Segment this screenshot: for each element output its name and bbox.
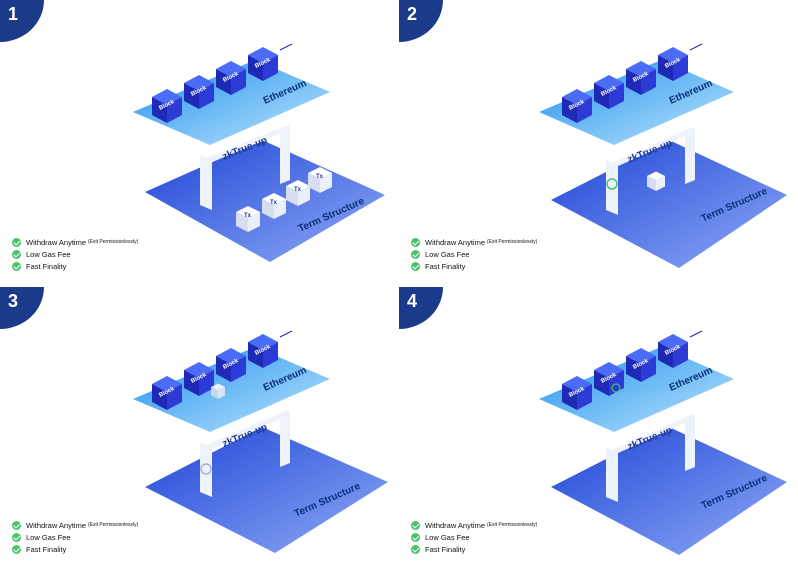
feature-list: Withdraw Anytime(Exit Permissionlessly) …	[411, 236, 537, 272]
feature-text: Fast Finality	[425, 544, 466, 554]
feature-text: Low Gas Fee	[425, 532, 470, 542]
feature-text: Withdraw Anytime	[425, 520, 486, 530]
block	[562, 89, 592, 123]
block	[562, 376, 592, 410]
feature-text: Fast Finality	[26, 544, 67, 554]
feature-note: (Exit Permissionlessly)	[487, 522, 538, 528]
feature-note: (Exit Permissionlessly)	[487, 239, 538, 245]
step-badge: 2	[399, 0, 443, 42]
bridge-gate	[200, 407, 290, 497]
term-structure-plane	[551, 427, 787, 555]
block	[658, 334, 688, 368]
step-badge: 1	[0, 0, 44, 42]
feature-text: Low Gas Fee	[425, 249, 470, 259]
block	[658, 47, 688, 81]
bridge-gate	[606, 411, 695, 502]
step-badge: 4	[399, 287, 443, 329]
block-row	[562, 43, 703, 123]
gate-logo	[606, 178, 618, 190]
feature-note: (Exit Permissionlessly)	[88, 239, 139, 245]
diagram-scene: Block Block Block Block Ethereum zkTrue-…	[539, 43, 787, 268]
feature-text: Low Gas Fee	[26, 532, 71, 542]
step-number: 1	[8, 4, 19, 24]
feature-item: Withdraw Anytime(Exit Permissionlessly)	[12, 236, 138, 248]
panel-1: Block Block Block Block Ethereum zkTrue-…	[0, 0, 399, 286]
check-icon	[12, 249, 21, 259]
ethereum-plane	[133, 60, 330, 145]
tx-label: Tx	[270, 200, 278, 206]
tx-label: Tx	[316, 174, 324, 180]
check-icon	[411, 249, 420, 259]
feature-text: Low Gas Fee	[26, 249, 71, 259]
ethereum-plane	[133, 347, 330, 432]
feature-note: (Exit Permissionlessly)	[88, 522, 139, 528]
feature-list: Withdraw Anytime(Exit Permissionlessly) …	[411, 519, 537, 555]
feature-item: Withdraw Anytime(Exit Permissionlessly)	[12, 519, 138, 531]
diagram-scene: Block Block Block Block Ethereum zkTrue-…	[133, 330, 388, 553]
check-icon	[411, 237, 420, 247]
feature-text: Fast Finality	[26, 261, 67, 271]
check-icon	[12, 237, 21, 247]
ethereum-plane	[539, 60, 734, 145]
block-verified	[594, 362, 624, 396]
bridge-gate	[606, 124, 695, 215]
tx-box	[647, 171, 665, 191]
step-number: 2	[407, 4, 418, 24]
step-badge: 3	[0, 287, 44, 329]
feature-item: Fast Finality	[411, 543, 537, 555]
feature-text: Withdraw Anytime	[425, 237, 486, 247]
check-icon	[411, 532, 420, 542]
step-number: 4	[407, 291, 418, 311]
block	[248, 47, 278, 81]
check-icon	[411, 544, 420, 554]
tx-boxes	[236, 167, 332, 232]
bridge-gate	[200, 122, 290, 210]
check-icon	[12, 261, 21, 271]
block-row	[152, 43, 293, 123]
block-row	[562, 330, 703, 410]
feature-item: Withdraw Anytime(Exit Permissionlessly)	[411, 519, 537, 531]
diagram-scene: Block Block Block Block Ethereum zkTrue-…	[133, 43, 385, 262]
ethereum-plane	[539, 347, 734, 432]
feature-text: Fast Finality	[425, 261, 466, 271]
feature-item: Low Gas Fee	[12, 248, 138, 260]
feature-list: Withdraw Anytime(Exit Permissionlessly) …	[12, 236, 138, 272]
block	[216, 61, 246, 95]
feature-item: Low Gas Fee	[12, 531, 138, 543]
check-icon	[12, 520, 21, 530]
term-structure-plane	[551, 140, 787, 268]
feature-item: Low Gas Fee	[411, 248, 537, 260]
feature-text: Withdraw Anytime	[26, 237, 87, 247]
feature-text: Withdraw Anytime	[26, 520, 87, 530]
feature-item: Low Gas Fee	[411, 531, 537, 543]
panel-3: Block Block Block Block Ethereum zkTrue-…	[0, 287, 399, 573]
block	[184, 75, 214, 109]
block	[152, 89, 182, 123]
block-row	[152, 330, 293, 410]
block-pending	[184, 362, 225, 399]
block	[626, 348, 656, 382]
tx-label: Tx	[244, 213, 252, 219]
diagram-scene: Block Block Block Block Ethereum zkTrue-…	[539, 330, 787, 555]
feature-item: Withdraw Anytime(Exit Permissionlessly)	[411, 236, 537, 248]
gate-logo	[200, 463, 212, 475]
step-number: 3	[8, 291, 19, 311]
check-icon	[12, 532, 21, 542]
tx-label: Tx	[294, 187, 302, 193]
block	[248, 334, 278, 368]
panel-4: Block Block Block Block Ethereum zkTrue-…	[399, 287, 798, 573]
block	[216, 348, 246, 382]
feature-list: Withdraw Anytime(Exit Permissionlessly) …	[12, 519, 138, 555]
feature-item: Fast Finality	[12, 260, 138, 272]
feature-item: Fast Finality	[411, 260, 537, 272]
block	[626, 61, 656, 95]
feature-item: Fast Finality	[12, 543, 138, 555]
check-icon	[12, 544, 21, 554]
panel-2: Block Block Block Block Ethereum zkTrue-…	[399, 0, 798, 286]
block	[152, 376, 182, 410]
block	[594, 75, 624, 109]
check-icon	[411, 261, 420, 271]
check-icon	[411, 520, 420, 530]
